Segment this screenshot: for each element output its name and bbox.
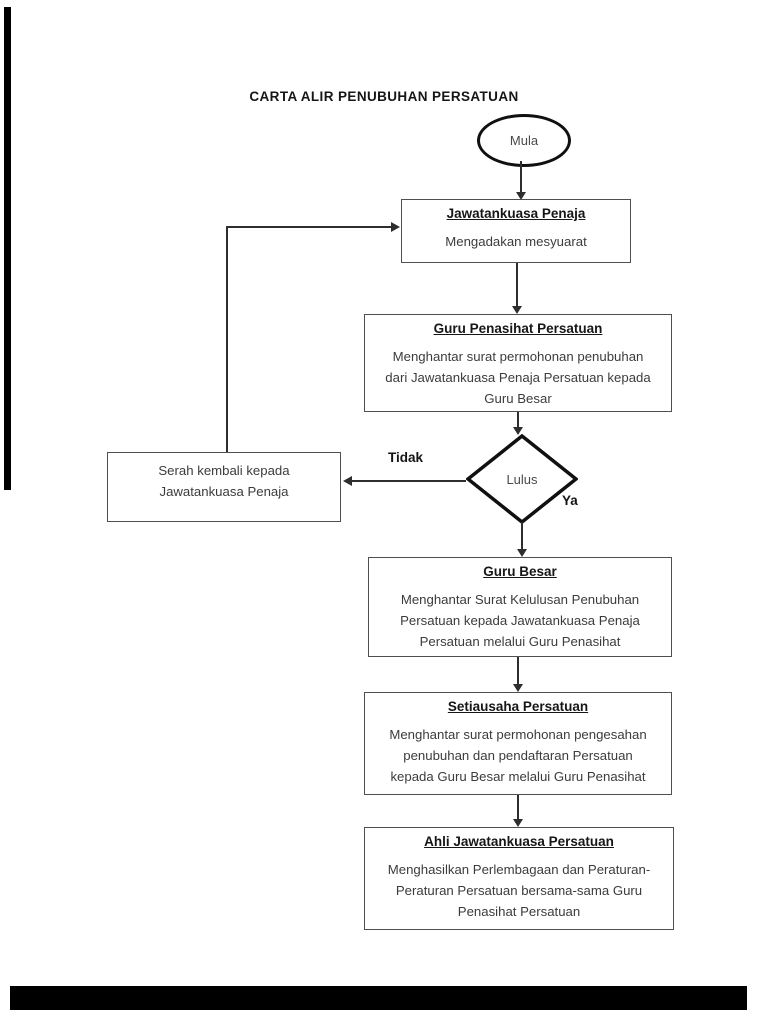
box-title: Jawatankuasa Penaja (446, 206, 586, 221)
feedback-line-vertical (226, 227, 228, 452)
arrowhead-down-icon (517, 549, 527, 557)
flow-box-serah-kembali: Serah kembali kepada Jawatankuasa Penaja (107, 452, 341, 522)
arrowhead-down-icon (513, 427, 523, 435)
box-title: Guru Besar (483, 564, 557, 579)
flow-box-setiausaha: Setiausaha Persatuan Menghantar surat pe… (364, 692, 672, 795)
arrowhead-down-icon (513, 819, 523, 827)
arrow-setiausaha-to-ahli (517, 795, 519, 819)
page-title: CARTA ALIR PENUBUHAN PERSATUAN (249, 89, 519, 104)
box-body: Menghantar surat permohonan penubuhan da… (385, 349, 651, 406)
flow-box-guru-penasihat: Guru Penasihat Persatuan Menghantar sura… (364, 314, 672, 412)
arrow-gurubesar-to-setiausaha (517, 657, 519, 684)
box-title: Ahli Jawatankuasa Persatuan (424, 834, 614, 849)
branch-label-tidak: Tidak (388, 450, 424, 465)
branch-label-ya: Ya (562, 493, 578, 508)
start-label: Mula (509, 133, 539, 148)
box-body: Menghantar surat permohonan pengesahan p… (389, 727, 647, 784)
arrowhead-down-icon (513, 684, 523, 692)
arrowhead-down-icon (512, 306, 522, 314)
scan-artifact-left-bar (4, 7, 11, 490)
box-body: Mengadakan mesyuarat (445, 234, 587, 249)
arrow-decision-to-reject (350, 480, 466, 482)
start-terminator-oval: Mula (477, 114, 571, 167)
flow-box-ahli-jawatankuasa: Ahli Jawatankuasa Persatuan Menghasilkan… (364, 827, 674, 930)
box-body: Menghantar Surat Kelulusan Penubuhan Per… (400, 592, 640, 649)
decision-label: Lulus (506, 471, 538, 487)
arrow-penaja-to-penasihat (516, 263, 518, 307)
box-title: Setiausaha Persatuan (447, 699, 589, 714)
arrow-decision-to-gurubesar (521, 522, 523, 550)
arrowhead-down-icon (516, 192, 526, 200)
box-body: Menghasilkan Perlembagaan dan Peraturan-… (387, 862, 651, 919)
decision-diamond: Lulus (465, 433, 579, 525)
arrowhead-left-icon (343, 476, 352, 486)
scan-artifact-bottom-bar (10, 986, 747, 1010)
feedback-line-horizontal (226, 226, 392, 228)
box-title: Guru Penasihat Persatuan (433, 321, 603, 336)
arrow-start-to-penaja (520, 161, 522, 193)
flow-box-guru-besar: Guru Besar Menghantar Surat Kelulusan Pe… (368, 557, 672, 657)
flow-box-jawatankuasa-penaja: Jawatankuasa Penaja Mengadakan mesyuarat (401, 199, 631, 263)
arrowhead-right-icon (391, 222, 400, 232)
box-body: Serah kembali kepada Jawatankuasa Penaja (158, 463, 290, 499)
arrow-penasihat-to-decision (517, 412, 519, 428)
